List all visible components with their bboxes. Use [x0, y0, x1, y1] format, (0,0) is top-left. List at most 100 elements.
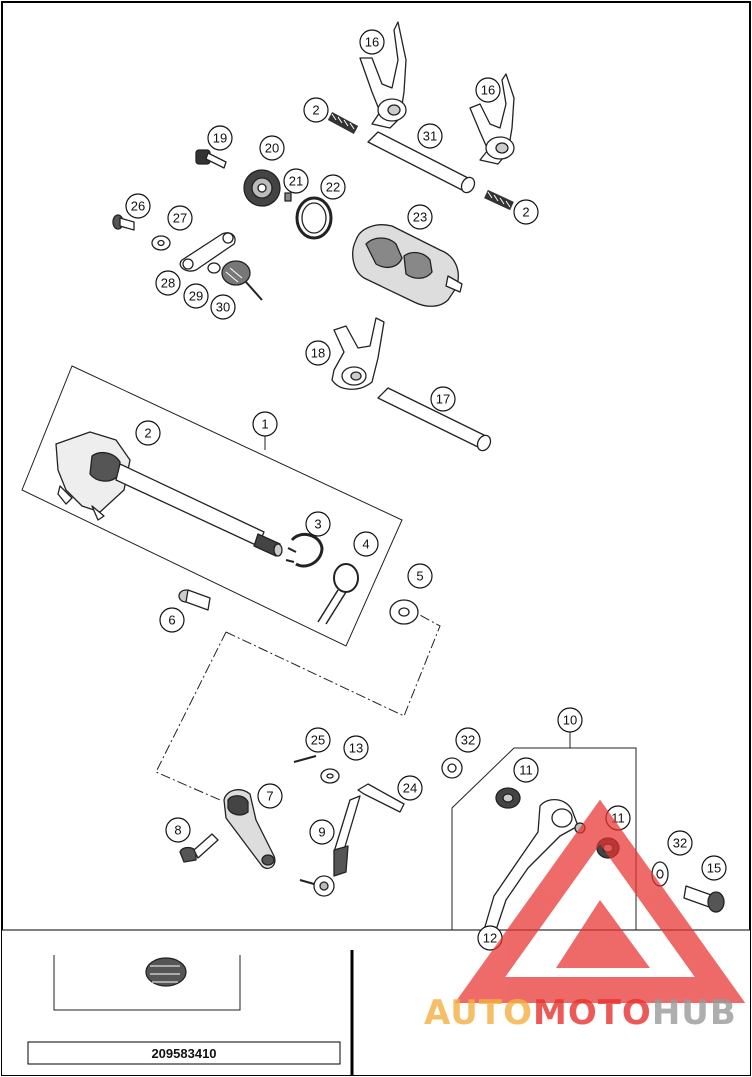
callout-c32a: 32 — [455, 727, 481, 753]
callout-c25: 25 — [305, 727, 331, 753]
spring-2-top — [327, 112, 359, 134]
callout-label: 11 — [519, 763, 533, 778]
callout-circle — [210, 294, 236, 320]
callout-label: 25 — [311, 733, 325, 748]
callout-label: 22 — [326, 180, 340, 195]
callout-circle — [309, 819, 335, 845]
callout-circle — [305, 511, 331, 537]
callout-label: 17 — [436, 392, 450, 407]
callout-label: 32 — [461, 733, 475, 748]
callout-label: 27 — [173, 211, 187, 226]
callout-circle — [343, 735, 369, 761]
callout-label: 15 — [707, 861, 721, 876]
shift-fork-16-right — [469, 73, 515, 165]
shift-rod-17 — [377, 387, 492, 452]
callout-label: 21 — [289, 174, 303, 189]
shift-fork-18 — [331, 317, 385, 390]
shift-drum-23 — [352, 224, 463, 307]
callout-label: 4 — [362, 537, 369, 552]
callout-c24: 24 — [397, 775, 423, 801]
callout-circle — [320, 174, 346, 200]
callout-circle — [557, 707, 583, 733]
bolt-24 — [357, 783, 405, 813]
retaining-clip-3 — [285, 532, 324, 568]
callout-c18: 18 — [305, 340, 331, 366]
washer-5 — [389, 599, 419, 625]
callout-c27: 27 — [167, 205, 193, 231]
callout-label: 28 — [161, 276, 175, 291]
callout-circle — [667, 830, 693, 856]
callout-label: 30 — [216, 300, 230, 315]
callout-label: 16 — [481, 83, 495, 98]
callout-label: 26 — [131, 199, 145, 214]
callout-label: 3 — [314, 517, 321, 532]
callout-circle — [407, 563, 433, 589]
shift-shaft-1 — [55, 431, 283, 557]
callout-circle — [513, 199, 539, 225]
callout-label: 13 — [349, 741, 363, 756]
callout-c6: 6 — [159, 607, 185, 633]
callout-circle — [475, 77, 501, 103]
callout-circle — [430, 386, 456, 412]
callout-circle — [135, 420, 161, 446]
callout-c22: 22 — [320, 174, 346, 200]
watermark-brand-moto: MOTO — [533, 993, 652, 1033]
callout-c19: 19 — [207, 125, 233, 151]
callout-label: 1 — [261, 417, 268, 432]
watermark-triangle-icon — [454, 799, 746, 1003]
callout-c8: 8 — [165, 817, 191, 843]
spring-2-right — [484, 189, 514, 211]
bearing-11-left — [495, 787, 521, 809]
part-number: 209583410 — [151, 1046, 216, 1061]
callout-label: 31 — [423, 129, 437, 144]
callout-c2a: 2 — [303, 97, 329, 123]
callout-label: 19 — [213, 131, 227, 146]
callout-c23: 23 — [407, 204, 433, 230]
screw-26 — [112, 214, 135, 231]
callout-c13: 13 — [343, 735, 369, 761]
callout-circle — [397, 775, 423, 801]
callout-c16b: 16 — [475, 77, 501, 103]
washer-32-left — [441, 757, 463, 779]
callout-label: 29 — [189, 289, 203, 304]
callout-c20: 20 — [259, 135, 285, 161]
svg-text:AUTOMOTOHUB: AUTOMOTOHUB — [424, 993, 737, 1033]
callout-circle — [701, 855, 727, 881]
callout-c3: 3 — [305, 511, 331, 537]
callout-circle — [159, 607, 185, 633]
bolt-8 — [179, 833, 219, 863]
bolt-15 — [683, 885, 725, 913]
callout-label: 10 — [563, 713, 577, 728]
torsion-spring-30 — [221, 260, 263, 301]
callout-c10: 10 — [557, 707, 583, 733]
locking-lever-28 — [179, 232, 236, 272]
callout-label: 32 — [673, 836, 687, 851]
shift-lever-7 — [223, 789, 276, 870]
callout-label: 8 — [174, 823, 181, 838]
callout-circle — [207, 125, 233, 151]
callout-label: 6 — [168, 613, 175, 628]
callout-circle — [125, 193, 151, 219]
screw-19 — [195, 149, 227, 169]
callout-circle — [417, 123, 443, 149]
callout-c1: 1 — [252, 411, 278, 437]
callout-circle — [183, 283, 209, 309]
washer-13 — [320, 768, 340, 784]
callout-c29: 29 — [183, 283, 209, 309]
callout-c2c: 2 — [135, 420, 161, 446]
washer-29 — [207, 262, 221, 274]
callout-c26: 26 — [125, 193, 151, 219]
callout-circle — [155, 270, 181, 296]
linkage-rod-9 — [299, 795, 361, 897]
callout-label: 18 — [311, 346, 325, 361]
callout-label: 23 — [413, 210, 427, 225]
shift-rod-31 — [367, 131, 476, 194]
leader-lines — [21, 365, 637, 1011]
callout-c28: 28 — [155, 270, 181, 296]
callout-circle — [305, 340, 331, 366]
watermark-brand-hub: HUB — [652, 993, 737, 1033]
watermark-logo: AUTOMOTOHUB — [424, 799, 746, 1033]
callout-circle — [167, 205, 193, 231]
